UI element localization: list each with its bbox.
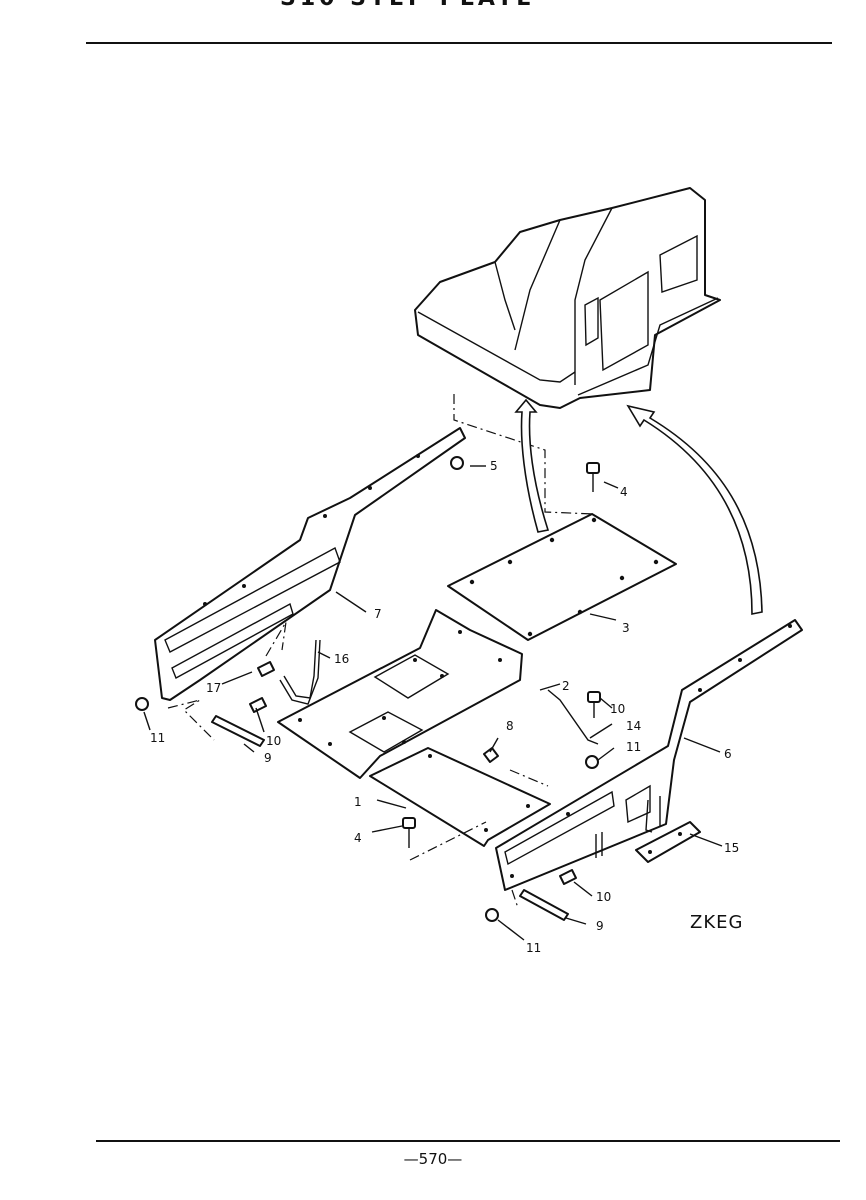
callout-2: 2: [562, 679, 570, 693]
bar-9-right: [519, 889, 569, 921]
callout-17: 17: [206, 681, 221, 695]
plate-15: [635, 821, 701, 863]
rod-14: [547, 689, 599, 745]
callout-8: 8: [506, 719, 514, 733]
leader-lines: [143, 465, 723, 941]
callout-10-left: 10: [266, 734, 281, 748]
callout-labels: 1 2 3 4 4 5 6 7 8 9 9 10 10 10 11 11 11 …: [150, 459, 739, 955]
footer-rule: [96, 1140, 840, 1142]
callout-9-right: 9: [596, 919, 604, 933]
model-code: ZKEG: [690, 912, 744, 933]
fasteners: [135, 456, 601, 922]
callout-6: 6: [724, 747, 732, 761]
callout-9-left: 9: [264, 751, 272, 765]
callout-11-left: 11: [150, 731, 165, 745]
page-number: —570—: [403, 1150, 463, 1168]
assembly-arrow-left: [514, 398, 550, 533]
callout-10-bottom: 10: [596, 890, 611, 904]
callout-10-middle: 10: [610, 702, 625, 716]
side-cover-6: [495, 619, 803, 891]
cab-body: [414, 187, 721, 409]
step-plate-2: [277, 609, 523, 779]
callout-1: 1: [354, 795, 362, 809]
callout-7: 7: [374, 607, 382, 621]
step-plate-3: [447, 513, 677, 641]
page-title: S10 STEP PLATE: [280, 0, 535, 11]
callout-4-bottom: 4: [354, 831, 362, 845]
step-plate-1: [369, 747, 551, 847]
callout-3: 3: [622, 621, 630, 635]
callout-11-middle: 11: [626, 740, 641, 754]
header-rule: [86, 42, 832, 44]
callout-11-bottom: 11: [526, 941, 541, 955]
callout-5: 5: [490, 459, 498, 473]
assembly-arrow-right: [626, 404, 763, 615]
bar-9-left: [211, 715, 265, 747]
bracket-16: [279, 639, 321, 705]
callout-16: 16: [334, 652, 349, 666]
callout-15: 15: [724, 841, 739, 855]
side-cover-7: [154, 427, 466, 701]
assembly-lines: [167, 394, 595, 909]
callout-4-top: 4: [620, 485, 628, 499]
callout-14: 14: [626, 719, 641, 733]
